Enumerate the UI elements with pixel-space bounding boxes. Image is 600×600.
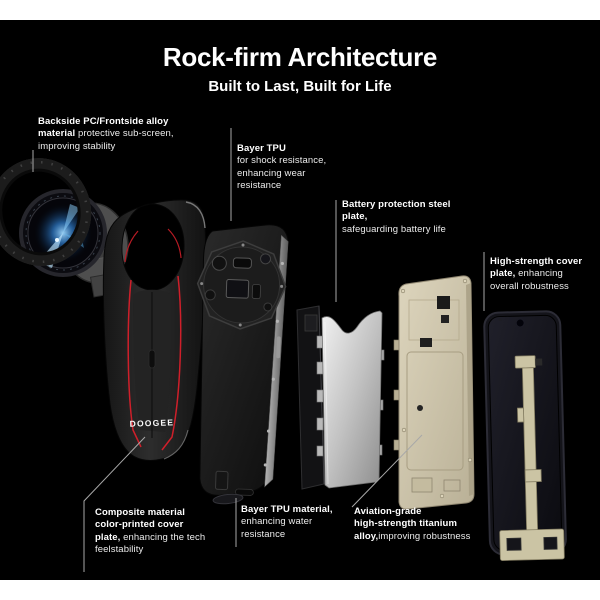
titanium-frame-plate [393, 275, 475, 510]
callout-composite-cover: Composite material color-printed cover p… [95, 507, 205, 557]
callout-composite-cover-bold: Composite material color-printed cover p… [95, 507, 185, 543]
callout-backside-subscreen-bold: Backside PC/Frontside alloy material [38, 116, 169, 140]
leader-line-composite-cover [83, 436, 146, 572]
callout-battery-steel-plate-rest: safeguarding battery life [342, 223, 446, 235]
top-white-border [0, 0, 600, 20]
callout-backside-subscreen-rest: protective sub-screen, improving stabili… [38, 128, 174, 152]
callout-bayer-tpu-water: Bayer TPU material, enhancing water resi… [241, 504, 333, 541]
back-cover: DOOGEE [102, 199, 207, 461]
callout-bayer-tpu-water-rest: enhancing water resistance [241, 516, 313, 540]
callout-titanium-alloy-bold: Aviation-grade high-strength titanium al… [354, 506, 457, 542]
camera-ring-assembly [0, 158, 129, 298]
bottom-white-border [0, 580, 600, 600]
page-subtitle: Built to Last, Built for Life [208, 78, 392, 95]
callout-titanium-alloy-rest: improving robustness [378, 530, 471, 542]
display-assembly [483, 310, 567, 561]
callout-battery-steel-plate-bold: Battery protection steel plate, [342, 199, 451, 223]
callout-bayer-tpu-water-bold: Bayer TPU material, [241, 504, 333, 515]
callout-bayer-tpu-shock-rest: for shock resistance, enhancing wear res… [237, 155, 327, 192]
leader-lines [32, 128, 485, 572]
brand-logo: DOOGEE [129, 417, 174, 429]
callout-high-strength-cover-bold: High-strength cover plate, [490, 256, 583, 280]
callout-high-strength-cover: High-strength cover plate, enhancing ove… [490, 256, 582, 293]
callout-titanium-alloy: Aviation-grade high-strength titanium al… [354, 506, 470, 543]
header: Rock-firm Architecture Built to Last, Bu… [0, 42, 600, 95]
red-accent-right [161, 275, 182, 451]
camera-bezel-ring [0, 158, 92, 266]
camera-module-plate [196, 240, 287, 330]
mid-frame-body [196, 224, 289, 496]
callout-composite-cover-rest: enhancing the tech feelstability [95, 531, 206, 556]
callout-battery-steel-plate: Battery protection steel plate, safeguar… [342, 199, 451, 236]
leader-line-titanium-alloy [351, 434, 423, 508]
red-accent-left [127, 279, 142, 448]
battery-steel-plate [316, 310, 385, 489]
tpu-gasket [212, 493, 244, 505]
callout-bayer-tpu-shock-bold: Bayer TPU [237, 143, 286, 154]
callout-backside-subscreen: Backside PC/Frontside alloy material pro… [38, 116, 174, 153]
notch [515, 318, 525, 328]
callout-high-strength-cover-rest: enhancing overall robustness [490, 268, 569, 292]
side-button [276, 336, 281, 359]
flex-ribbon-cable [499, 355, 565, 561]
page-title: Rock-firm Architecture [162, 42, 438, 72]
callout-bayer-tpu-shock: Bayer TPU for shock resistance, enhancin… [237, 143, 326, 193]
metal-side-rail [264, 234, 289, 488]
